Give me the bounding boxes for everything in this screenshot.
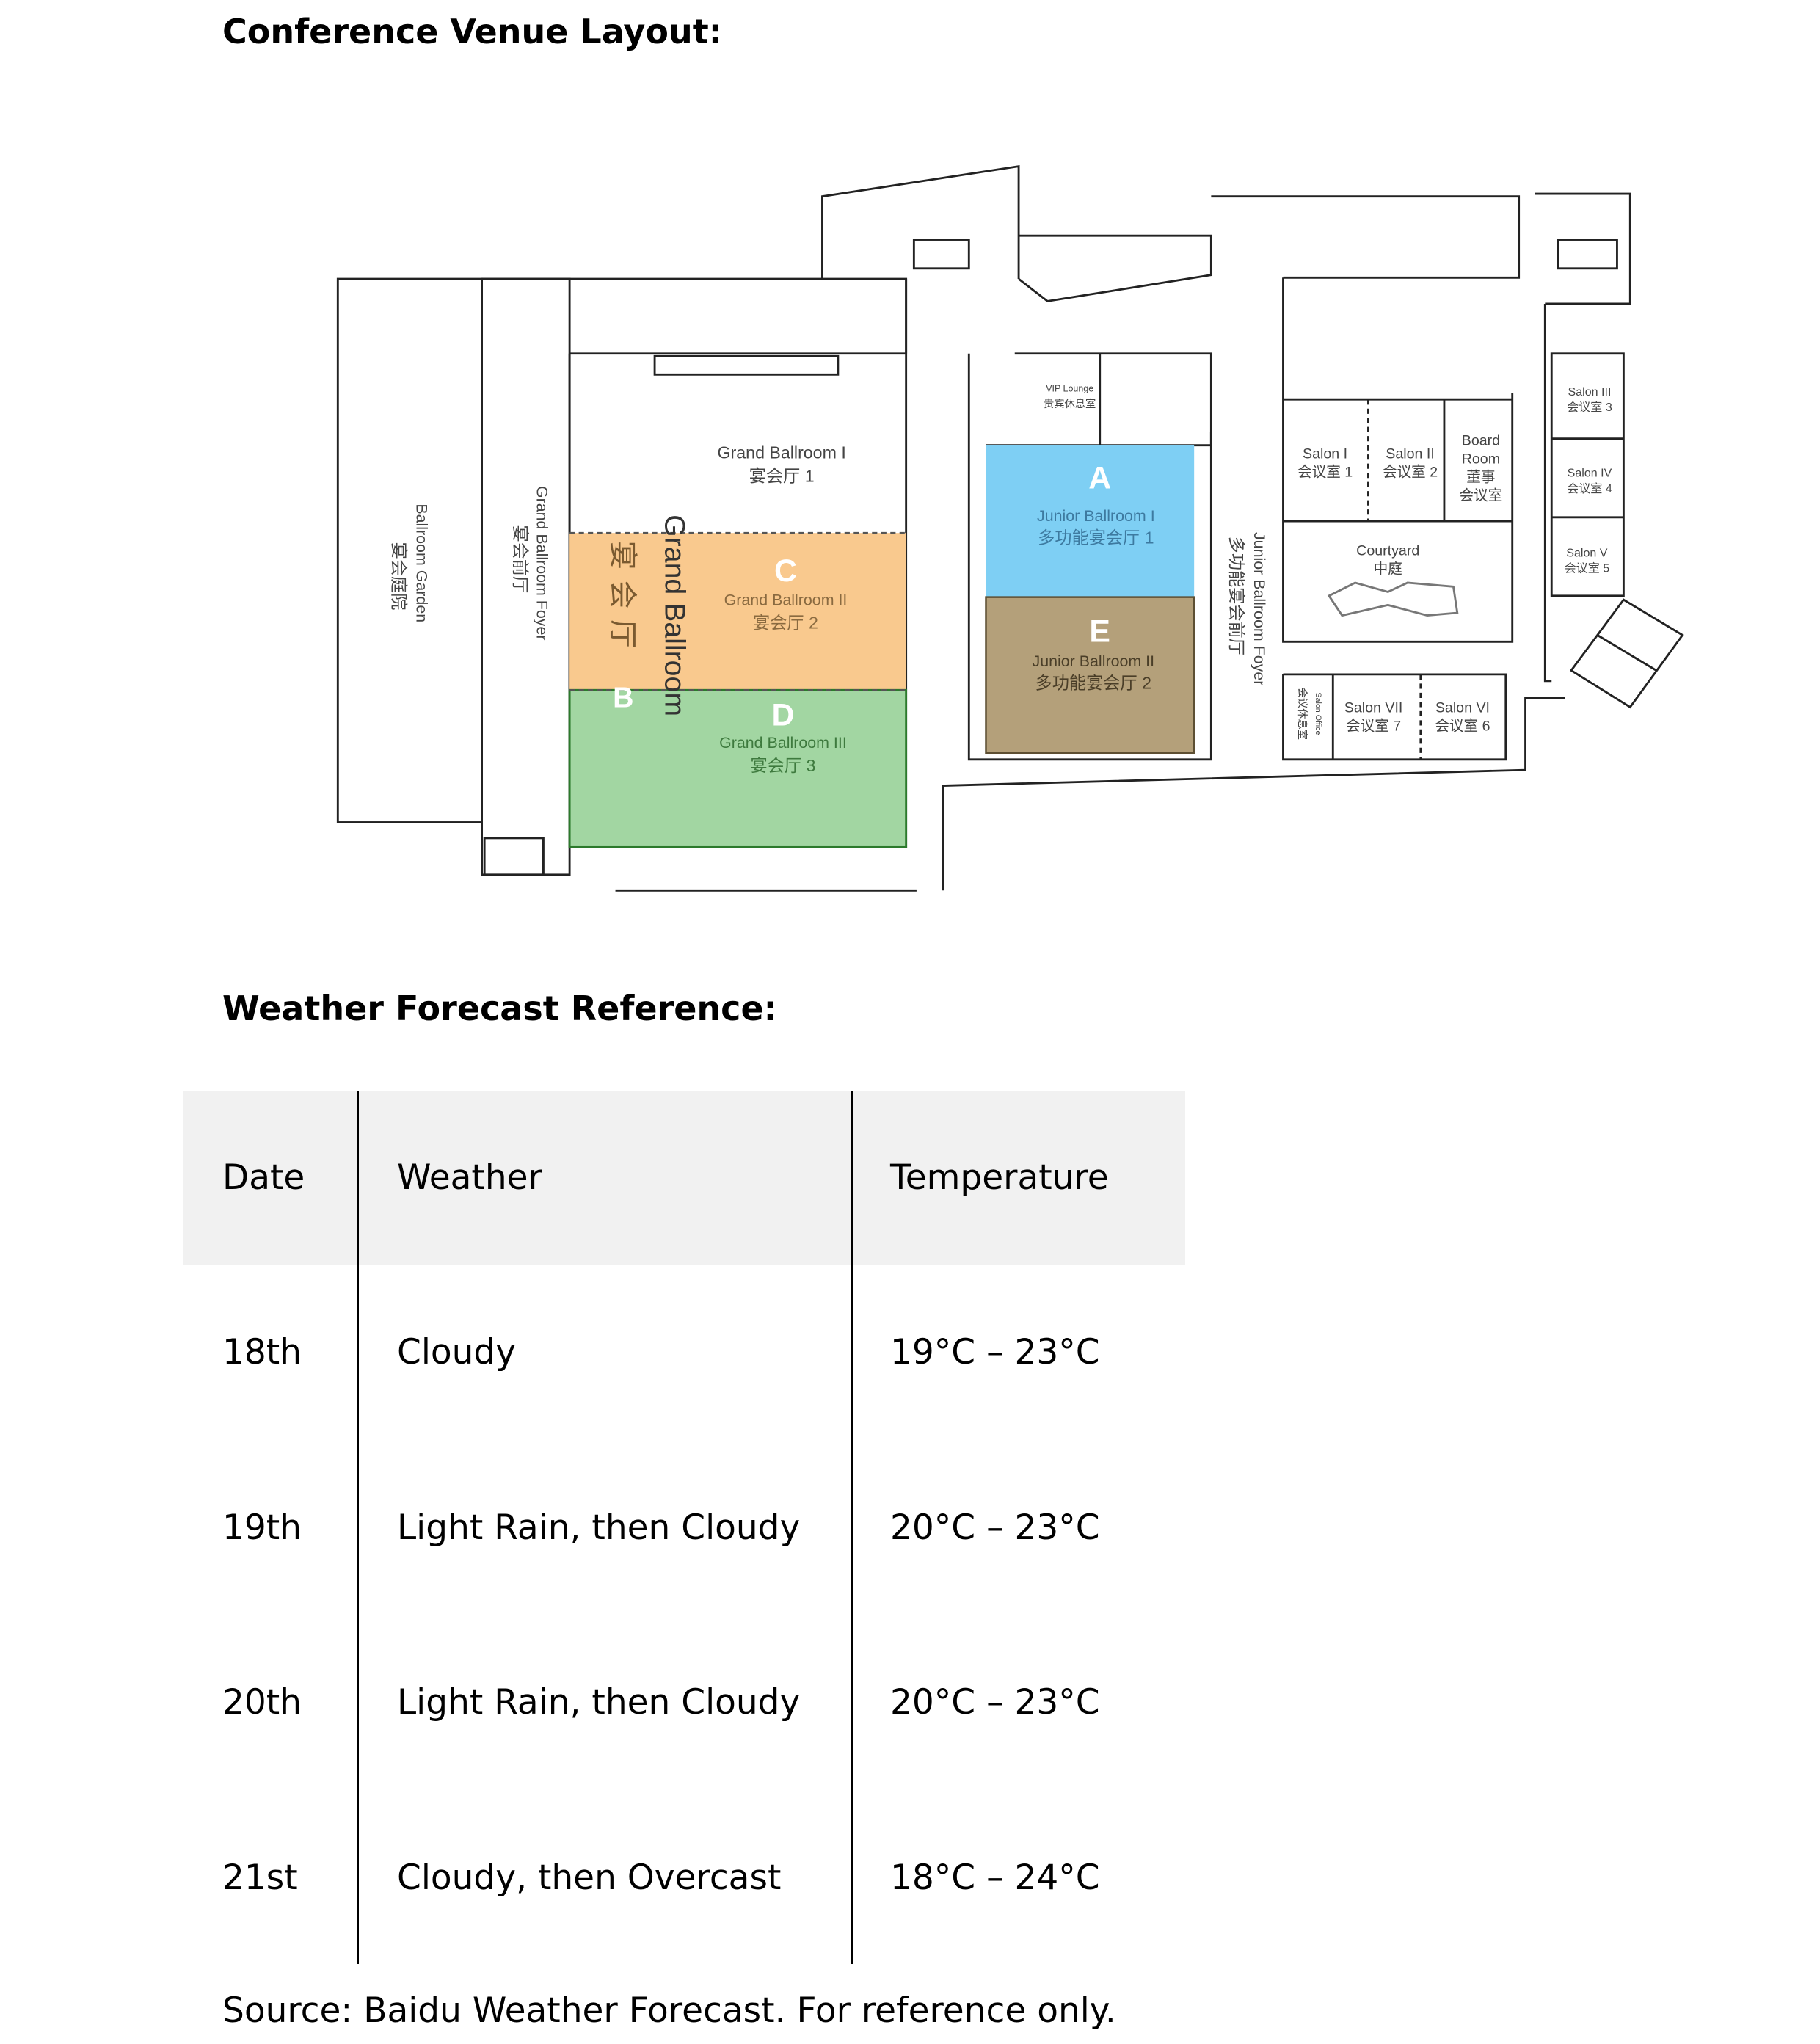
cell-weather: Light Rain, then Cloudy xyxy=(397,1682,801,1723)
cell-date: 18th xyxy=(222,1332,302,1372)
column-divider xyxy=(357,1091,359,1964)
salon1-label-cn: 会议室 1 xyxy=(1297,464,1353,480)
courtyard-label: Courtyard xyxy=(1356,543,1419,559)
zone-c xyxy=(569,533,906,691)
salon4-label-cn: 会议室 4 xyxy=(1567,482,1612,495)
salon3-label-cn: 会议室 3 xyxy=(1567,401,1612,414)
garden-label: Ballroom Garden xyxy=(412,503,430,622)
weather-heading: Weather Forecast Reference: xyxy=(222,989,778,1028)
cell-temperature: 19°C – 23°C xyxy=(890,1332,1100,1372)
gb1-label-cn: 宴会厅 1 xyxy=(749,467,815,486)
jb1-label: Junior Ballroom I xyxy=(1037,507,1155,525)
cell-date: 20th xyxy=(222,1682,302,1723)
zone-a xyxy=(986,445,1195,597)
salon2-label-cn: 会议室 2 xyxy=(1383,464,1438,480)
zone-c-letter: C xyxy=(774,553,797,589)
salon5-label-cn: 会议室 5 xyxy=(1565,562,1610,575)
cell-temperature: 20°C – 23°C xyxy=(890,1507,1100,1548)
header-date: Date xyxy=(222,1157,305,1198)
vip-lounge-label-cn: 贵宾休息室 xyxy=(1044,398,1096,410)
zone-a-letter: A xyxy=(1088,461,1111,496)
cell-date: 21st xyxy=(222,1858,298,1898)
garden-outline xyxy=(336,277,484,823)
cell-date: 19th xyxy=(222,1507,302,1548)
vip-lounge-label: VIP Lounge xyxy=(1046,383,1093,393)
zone-d xyxy=(568,688,908,848)
jb2-label-cn: 多功能宴会厅 2 xyxy=(1035,674,1151,693)
salon6-label-cn: 会议室 6 xyxy=(1435,719,1490,735)
zone-e xyxy=(985,596,1195,754)
gb2-label: Grand Ballroom II xyxy=(724,591,848,608)
gb2-label-cn: 宴会厅 2 xyxy=(753,613,818,632)
zone-d-letter: D xyxy=(771,697,794,732)
column-divider xyxy=(851,1091,853,1964)
junior-foyer-label-cn: 多功能宴会前厅 xyxy=(1227,537,1246,655)
cell-weather: Cloudy xyxy=(397,1332,517,1372)
jb2-label: Junior Ballroom II xyxy=(1033,652,1155,670)
gb3-label-cn: 宴会厅 3 xyxy=(750,756,815,775)
salon1-label: Salon I xyxy=(1303,445,1347,462)
gb3-label: Grand Ballroom III xyxy=(719,734,847,752)
gb1-label: Grand Ballroom I xyxy=(718,443,846,462)
salon-office-label: Salon Office xyxy=(1314,692,1322,735)
board-room-label: Board xyxy=(1462,433,1500,449)
salon5-label: Salon V xyxy=(1566,546,1608,559)
venue-layout-heading: Conference Venue Layout: xyxy=(222,12,723,51)
salon3-label: Salon III xyxy=(1568,385,1612,399)
junior-foyer-label: Junior Ballroom Foyer xyxy=(1251,532,1268,685)
board-room-label-2: Room xyxy=(1462,451,1500,468)
table-header-row xyxy=(183,1091,1185,1265)
foyer-label-cn: 宴会前厅 xyxy=(511,525,530,593)
zone-b-letter: B xyxy=(613,681,633,713)
cell-weather: Cloudy, then Overcast xyxy=(397,1858,782,1898)
grand-ballroom-vertical-label: Grand Ballroom xyxy=(658,514,691,716)
salon7-label-cn: 会议室 7 xyxy=(1346,719,1401,735)
header-temperature: Temperature xyxy=(890,1157,1109,1198)
salon6-label: Salon VI xyxy=(1435,700,1490,716)
salon4-label: Salon IV xyxy=(1568,466,1612,479)
cell-temperature: 20°C – 23°C xyxy=(890,1682,1100,1723)
foyer-label: Grand Ballroom Foyer xyxy=(534,486,551,641)
courtyard-label-cn: 中庭 xyxy=(1374,561,1402,577)
header-weather: Weather xyxy=(397,1157,542,1198)
salon7-label: Salon VII xyxy=(1344,700,1403,716)
salon-office-label-cn: 会议休息室 xyxy=(1296,688,1308,740)
zone-e-letter: E xyxy=(1089,614,1110,649)
board-room-label-cn: 董事 xyxy=(1466,470,1495,486)
source-note: Source: Baidu Weather Forecast. For refe… xyxy=(222,1990,1116,2031)
cell-temperature: 18°C – 24°C xyxy=(890,1858,1100,1898)
cell-weather: Light Rain, then Cloudy xyxy=(397,1507,801,1548)
garden-label-cn: 宴会庭院 xyxy=(389,542,408,611)
board-room-label-cn-2: 会议室 xyxy=(1459,488,1502,504)
jb1-label-cn: 多功能宴会厅 1 xyxy=(1038,528,1154,547)
salon2-label: Salon II xyxy=(1386,445,1435,462)
grand-ballroom-vertical-cn: 宴会厅 xyxy=(606,541,638,659)
venue-floor-plan: Ballroom Garden 宴会庭院 Grand Ballroom Foye… xyxy=(336,164,1684,892)
